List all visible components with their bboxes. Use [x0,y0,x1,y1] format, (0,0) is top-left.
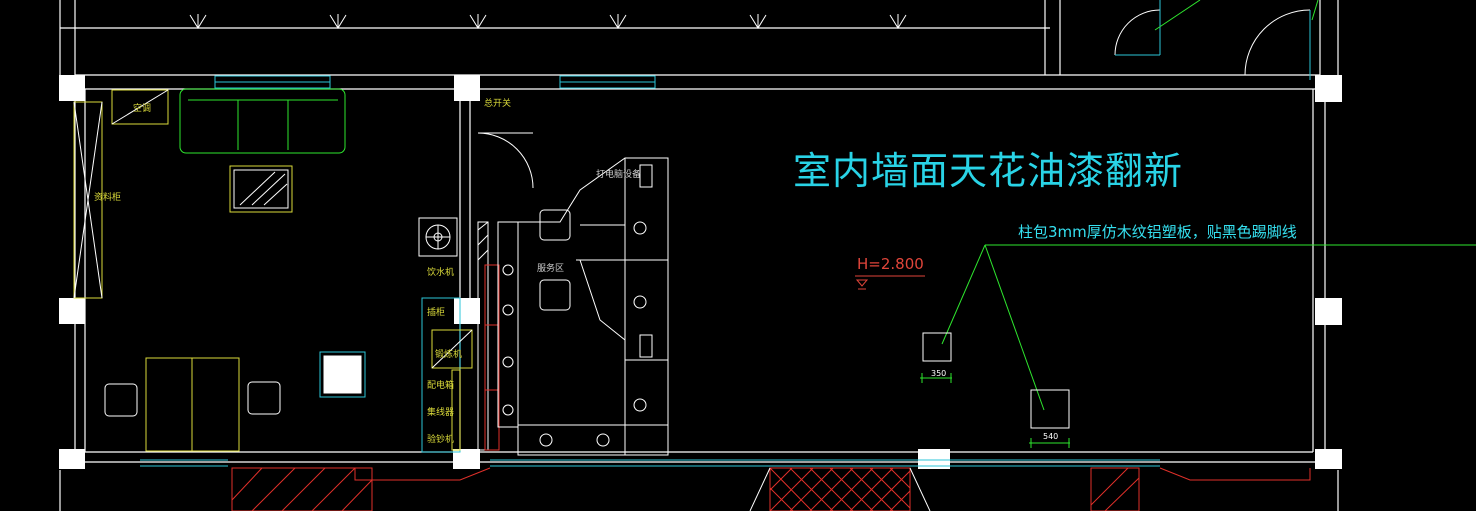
dimension-540: 540 [1043,432,1059,441]
dimension-marks [920,373,1070,448]
leader-lines [941,0,1476,411]
cabinet-label: 资料柜 [94,193,122,203]
column-cladding-note: 柱包3mm厚仿木纹铝塑板，贴黑色踢脚线 [1018,223,1297,241]
label-d: 集线器 [427,408,455,418]
room-label-switch: 总开关 [484,99,512,109]
height-marker-label: H=2.800 [857,255,924,273]
label-a: 插柜 [427,308,446,318]
water-dispenser-label: 饮水机 [427,268,455,278]
service-counter [477,157,669,456]
doors [477,0,1311,189]
walls [59,0,1339,511]
service-area-label: 服务区 [537,264,565,274]
free-columns [922,332,1070,429]
label-e: 验钞机 [427,435,455,445]
renovation-title-note: 室内墙面天花油漆翻新 [793,149,1184,193]
axis-arrows [189,14,907,29]
printer-label: 打电脑设备 [596,170,642,180]
dimension-350: 350 [931,369,947,378]
label-c: 配电箱 [427,381,455,391]
columns [59,75,1342,469]
left-room-furniture [73,88,473,453]
windows [140,75,1160,467]
label-b: 锻炼机 [435,350,463,360]
hatched-zones [231,467,1311,511]
room-label-ac: 空调 [133,104,152,114]
height-marker [855,275,925,290]
